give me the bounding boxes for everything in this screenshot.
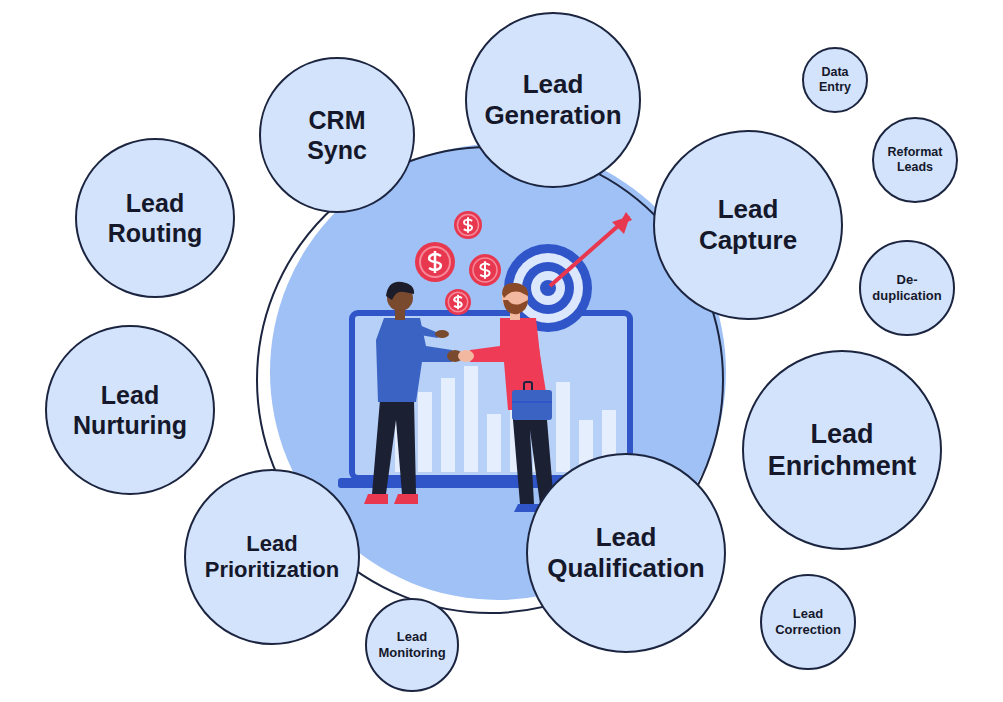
step-label: De-duplication	[872, 272, 941, 303]
lead-step-circle: Lead Enrichment	[742, 350, 942, 550]
lead-step-circle: Lead Nurturing	[45, 325, 215, 495]
lead-step-circle: Lead Prioritization	[184, 469, 360, 645]
step-label: CRM Sync	[307, 105, 367, 165]
person-left	[364, 282, 463, 504]
step-label: Lead Correction	[775, 606, 841, 637]
person-right	[458, 283, 560, 512]
lead-step-circle: CRM Sync	[259, 57, 415, 213]
coin	[469, 254, 501, 286]
target	[504, 212, 632, 332]
lead-step-circle: Data Entry	[802, 47, 868, 113]
step-label: Lead Generation	[484, 69, 621, 131]
step-label: Lead Capture	[699, 194, 797, 256]
step-label: Lead Nurturing	[73, 380, 187, 440]
lead-step-circle: Lead Qualification	[526, 453, 726, 653]
coin	[445, 289, 471, 315]
lead-step-circle: Reformat Leads	[872, 117, 958, 203]
coin	[454, 211, 482, 239]
step-label: Lead Enrichment	[768, 418, 917, 483]
step-label: Lead Qualification	[547, 522, 704, 584]
lead-step-circle: Lead Generation	[465, 12, 641, 188]
step-label: Reformat Leads	[888, 145, 943, 175]
step-label: Data Entry	[819, 65, 851, 95]
lead-step-circle: Lead Capture	[653, 130, 843, 320]
step-label: Lead Monitoring	[378, 629, 445, 660]
coin	[415, 242, 455, 282]
lead-step-circle: De-duplication	[859, 240, 955, 336]
lead-step-circle: Lead Routing	[75, 138, 235, 298]
step-label: Lead Routing	[108, 188, 202, 248]
step-label: Lead Prioritization	[205, 531, 339, 584]
lead-step-circle: Lead Correction	[760, 574, 856, 670]
lead-step-circle: Lead Monitoring	[365, 598, 459, 692]
